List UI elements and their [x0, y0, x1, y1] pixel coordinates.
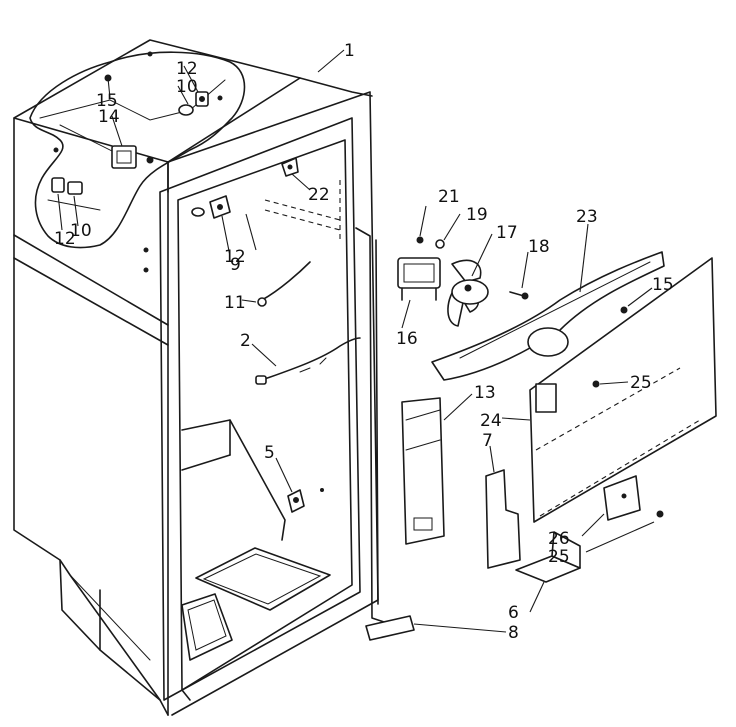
- evaporator-cover-24: [529, 257, 717, 523]
- screw-18: [509, 291, 529, 300]
- defrost-timer-14: [111, 145, 137, 169]
- callout-12-interior: 12: [224, 247, 246, 267]
- callout-26: 26: [548, 529, 570, 549]
- callout-6: 6: [508, 603, 519, 623]
- clip-9: [209, 195, 231, 219]
- air-duct-23: [431, 251, 665, 381]
- strip-8: [365, 615, 415, 641]
- callout-19: 19: [466, 205, 488, 225]
- callout-18: 18: [528, 237, 550, 257]
- callout-25-lower: 25: [548, 547, 570, 567]
- grommet-12c: [191, 207, 205, 217]
- callout-10-rear-left: 10: [70, 221, 92, 241]
- callout-12-top: 12: [176, 59, 198, 79]
- rear-screw-15a: [146, 156, 154, 164]
- leader-lines: [57, 49, 655, 633]
- rear-clip-12a: [195, 91, 209, 107]
- nut-19: [435, 239, 445, 249]
- screw-15b: [620, 306, 628, 314]
- panel-13: [401, 397, 445, 545]
- drain-tube: [355, 227, 385, 623]
- callout-22: 22: [308, 185, 330, 205]
- callout-15-panel: 15: [652, 275, 674, 295]
- grommet-22: [281, 157, 299, 177]
- callout-23: 23: [576, 207, 598, 227]
- screw-25b: [656, 510, 664, 518]
- fan-blade-17: [447, 259, 489, 327]
- callout-2: 2: [240, 331, 251, 351]
- cabinet-shell: [13, 39, 373, 716]
- bracket-6: [515, 531, 581, 583]
- thermostat-5: [287, 488, 324, 513]
- callout-8: 8: [508, 623, 519, 643]
- bracket-26: [603, 475, 641, 521]
- callout-10-top: 10: [176, 77, 198, 97]
- callout-7: 7: [482, 431, 493, 451]
- baffle-7: [485, 469, 521, 569]
- screw-25a: [592, 380, 600, 388]
- fan-motor-16: [397, 257, 441, 301]
- rear-grommet-10a: [178, 104, 194, 116]
- callout-14: 14: [98, 107, 120, 127]
- callout-13: 13: [474, 383, 496, 403]
- rear-wiring-harness: [29, 51, 246, 273]
- callout-labels: 1 12 10 15 14 12 10 22 9 12 11 2 5 21 19…: [54, 41, 674, 643]
- callout-17: 17: [496, 223, 518, 243]
- callout-11: 11: [224, 293, 246, 313]
- harness-2: [255, 337, 361, 385]
- rear-grommet-10b: [67, 181, 83, 195]
- callout-12-rear-left: 12: [54, 229, 76, 249]
- callout-5: 5: [264, 443, 275, 463]
- rear-clip-12b: [51, 177, 65, 193]
- callout-24: 24: [480, 411, 502, 431]
- callout-25-upper: 25: [630, 373, 652, 393]
- callout-16: 16: [396, 329, 418, 349]
- cabinet-liner-frame: [159, 91, 379, 716]
- callout-9: 9: [230, 255, 241, 275]
- screw-21: [416, 236, 424, 244]
- wire-11: [257, 261, 311, 307]
- callout-21: 21: [438, 187, 460, 207]
- callout-1: 1: [344, 41, 355, 61]
- callout-15-rear: 15: [96, 91, 118, 111]
